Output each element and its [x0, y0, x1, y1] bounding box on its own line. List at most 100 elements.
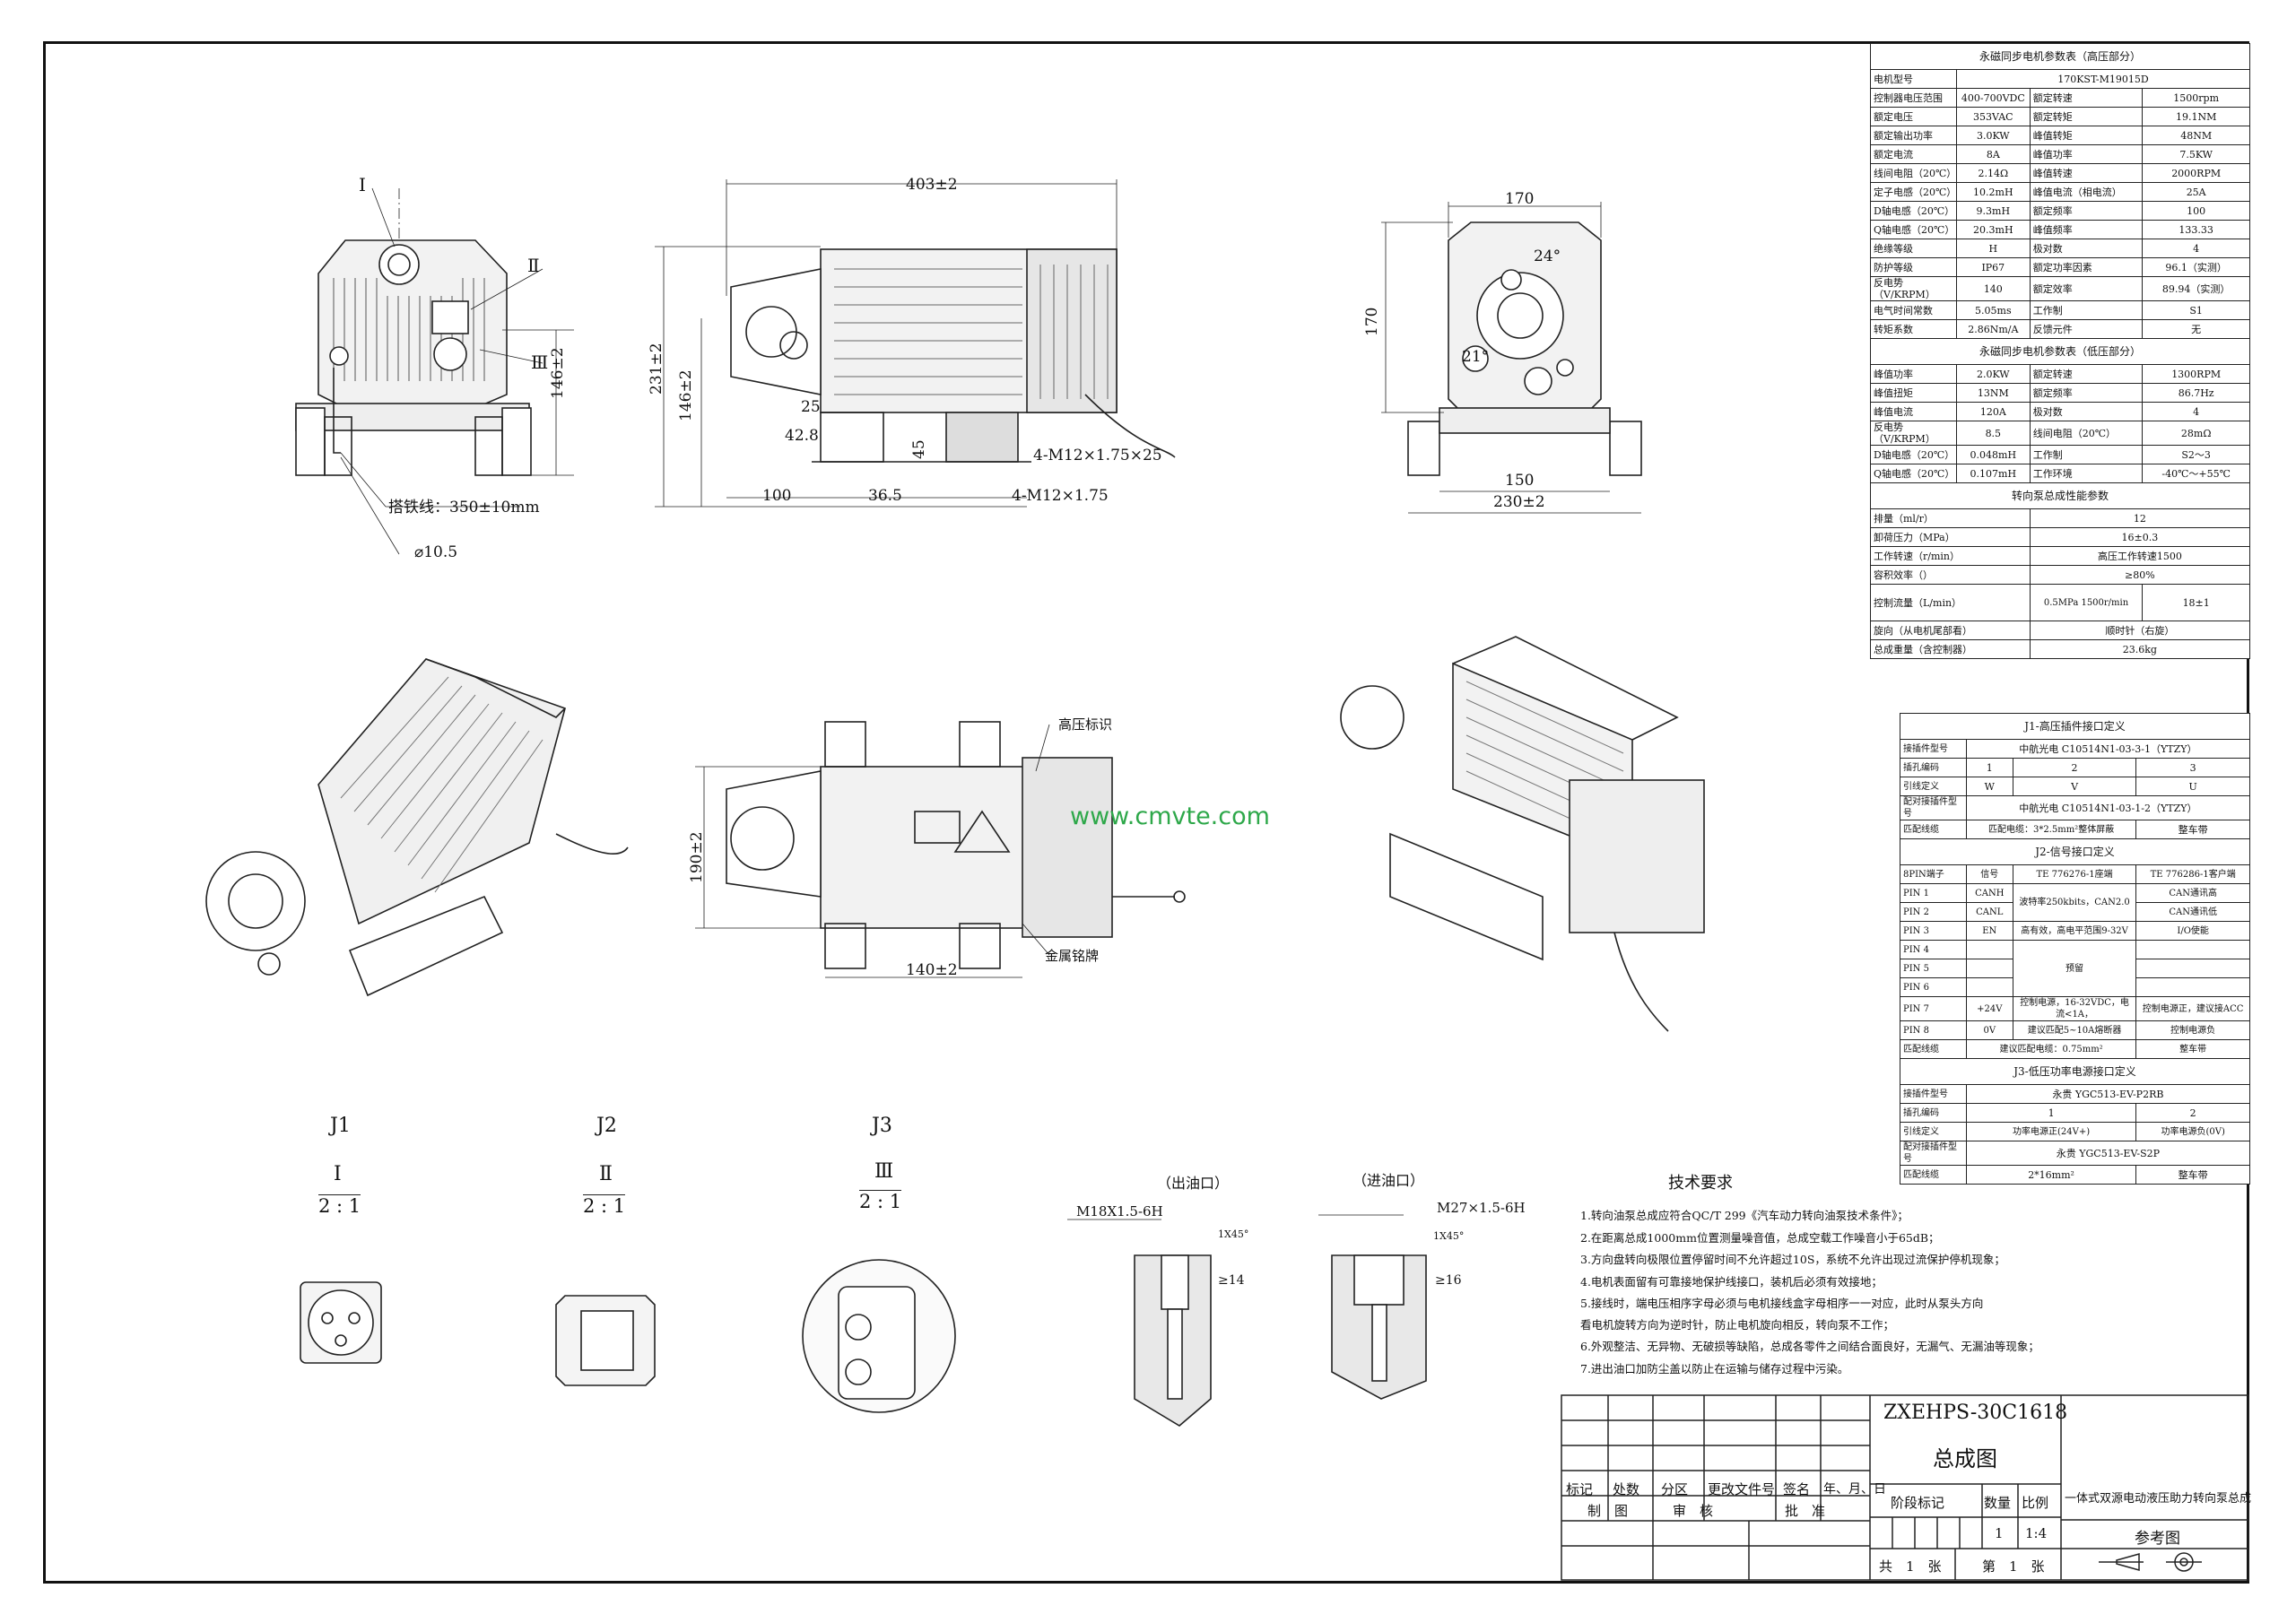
rev-header: 年、月、日 [1823, 1482, 1886, 1497]
detail-j1-title: J1 [330, 1115, 351, 1137]
requirement-item: 5.接线时，端电压相序字母必须与电机接线盒字母相序一一对应，此时从泵头方向 [1580, 1297, 1984, 1310]
detail-j3-scale: 2 : 1 [859, 1190, 902, 1212]
table-row: PIN 5 [1900, 959, 2250, 978]
table-row: PIN 6 [1900, 977, 2250, 997]
callout-i: I [359, 174, 366, 195]
length-dim: 403±2 [906, 176, 958, 194]
outlet-chamfer: 1X45° [1218, 1228, 1249, 1240]
port-sections [1067, 1214, 1427, 1427]
requirement-item: 1.转向油泵总成应符合QC/T 299《汽车动力转向油泵技术条件》； [1580, 1209, 1909, 1222]
outlet-title: （出油口） [1157, 1175, 1230, 1192]
isometric-view-right [1340, 636, 1705, 1032]
end-height-dim: 170 [1363, 307, 1381, 336]
side-view [655, 179, 1176, 508]
dim-36-5: 36.5 [868, 487, 902, 505]
motor-params-table: 永磁同步电机参数表（高压部分） 电机型号 170KST-M19015D 控制器电… [1870, 43, 2251, 659]
detail-j2-roman: Ⅱ [599, 1163, 613, 1185]
requirement-item: 2.在距离总成1000mm位置测量噪音值，总成空载工作噪音小于65dB； [1580, 1231, 1940, 1245]
sheet-number: 第 1 张 [1982, 1558, 2045, 1575]
table-row: 卸荷压力（MPa）16±0.3 [1870, 527, 2251, 547]
requirement-item: 7.进出油口加防尘盖以防止在运输与储存过程中污染。 [1580, 1362, 1849, 1376]
hole-dia-label: ⌀10.5 [414, 543, 458, 561]
top-height-dim: 190±2 [688, 831, 706, 883]
table-row: 旋向（从电机尾部看）顺时针（右旋） [1870, 621, 2251, 640]
dim-25: 25 [801, 398, 821, 416]
table-row: 控制流量（L/min） 0.5MPa 1500r/min 18±1 [1870, 584, 2250, 621]
front-height-dim: 146±2 [549, 347, 567, 399]
model-label: 电机型号 [1870, 69, 1957, 89]
table-row: 排量（ml/r）12 [1870, 508, 2251, 528]
drawing-code: ZXEHPS-30C1618 [1883, 1402, 2068, 1424]
title-block-grid [1561, 1394, 2249, 1581]
table-row: 接插件型号永贵 YGC513-EV-P2RB [1900, 1084, 2251, 1104]
ground-wire-label: 搭铁线：350±10mm [388, 499, 540, 516]
title-block: ZXEHPS-30C1618 总成图 标记 处数 分区 更改文件号 签名 年、月… [1561, 1394, 2251, 1581]
side-height-dim: 231±2 [648, 343, 665, 395]
detail-j2-scale: 2 : 1 [583, 1194, 626, 1217]
drawing-name: 总成图 [1933, 1446, 1997, 1471]
requirement-item: 4.电机表面留有可靠接地保护线接口，装机后必须有效接地； [1580, 1275, 1883, 1289]
sign-approve: 批 准 [1785, 1503, 1826, 1519]
nameplate-label: 金属铭牌 [1045, 948, 1100, 964]
rev-header: 更改文件号 [1708, 1481, 1776, 1497]
total-sheets: 共 1 张 [1879, 1558, 1942, 1575]
orthographic-views [205, 179, 1705, 1427]
end-width-150: 150 [1505, 472, 1535, 490]
motor-model: 170KST-M19015D [1955, 69, 2251, 89]
ref-drawing: 参考图 [2135, 1530, 2180, 1548]
bolt-spec-2: 4-M12×1.75 [1012, 487, 1109, 505]
sign-review: 审 核 [1673, 1503, 1714, 1519]
detail-j2-title: J2 [596, 1115, 617, 1137]
angle-21: 21° [1462, 348, 1490, 366]
rev-header: 标记 [1566, 1481, 1594, 1497]
detail-j1-scale: 2 : 1 [318, 1194, 361, 1217]
j2-title: J2-信号接口定义 [1900, 838, 2250, 865]
end-view [1381, 202, 1642, 514]
top-view [695, 721, 1186, 978]
outlet-thread: M18X1.5-6H [1076, 1203, 1163, 1219]
top-width-dim: 140±2 [906, 961, 958, 979]
stage-label: 阶段标记 [1891, 1495, 1945, 1511]
table-row: 工作转速（r/min）高压工作转速1500 [1870, 546, 2251, 566]
rev-header: 处数 [1613, 1481, 1640, 1497]
requirement-item: 看电机旋转方向为逆时针，防止电机旋向相反，转向泵不工作； [1580, 1318, 1895, 1332]
rev-header: 签名 [1783, 1481, 1811, 1497]
motor-hv-title: 永磁同步电机参数表（高压部分） [1870, 43, 2250, 70]
requirement-item: 6.外观整洁、无异物、无破损等缺陷，总成各零件之间结合面良好，无漏气、无漏油等现… [1580, 1340, 2039, 1353]
dim-42-8: 42.8 [785, 427, 819, 445]
detail-j1-roman: I [334, 1163, 342, 1185]
dim-45: 45 [910, 439, 928, 459]
table-row: 总成重量（含控制器）23.6kg [1870, 639, 2251, 659]
outlet-depth: ≥14 [1218, 1273, 1245, 1288]
end-width-230: 230±2 [1493, 493, 1545, 511]
connector-details [300, 1259, 956, 1413]
pump-title: 转向泵总成性能参数 [1870, 482, 2250, 509]
table-row: 容积效率（）≥80% [1870, 565, 2251, 585]
scale-label: 比例 [2022, 1495, 2049, 1511]
scale-value: 1:4 [2025, 1525, 2048, 1541]
hv-mark-label: 高压标识 [1058, 716, 1113, 733]
requirements-title: 技术要求 [1668, 1174, 1733, 1193]
